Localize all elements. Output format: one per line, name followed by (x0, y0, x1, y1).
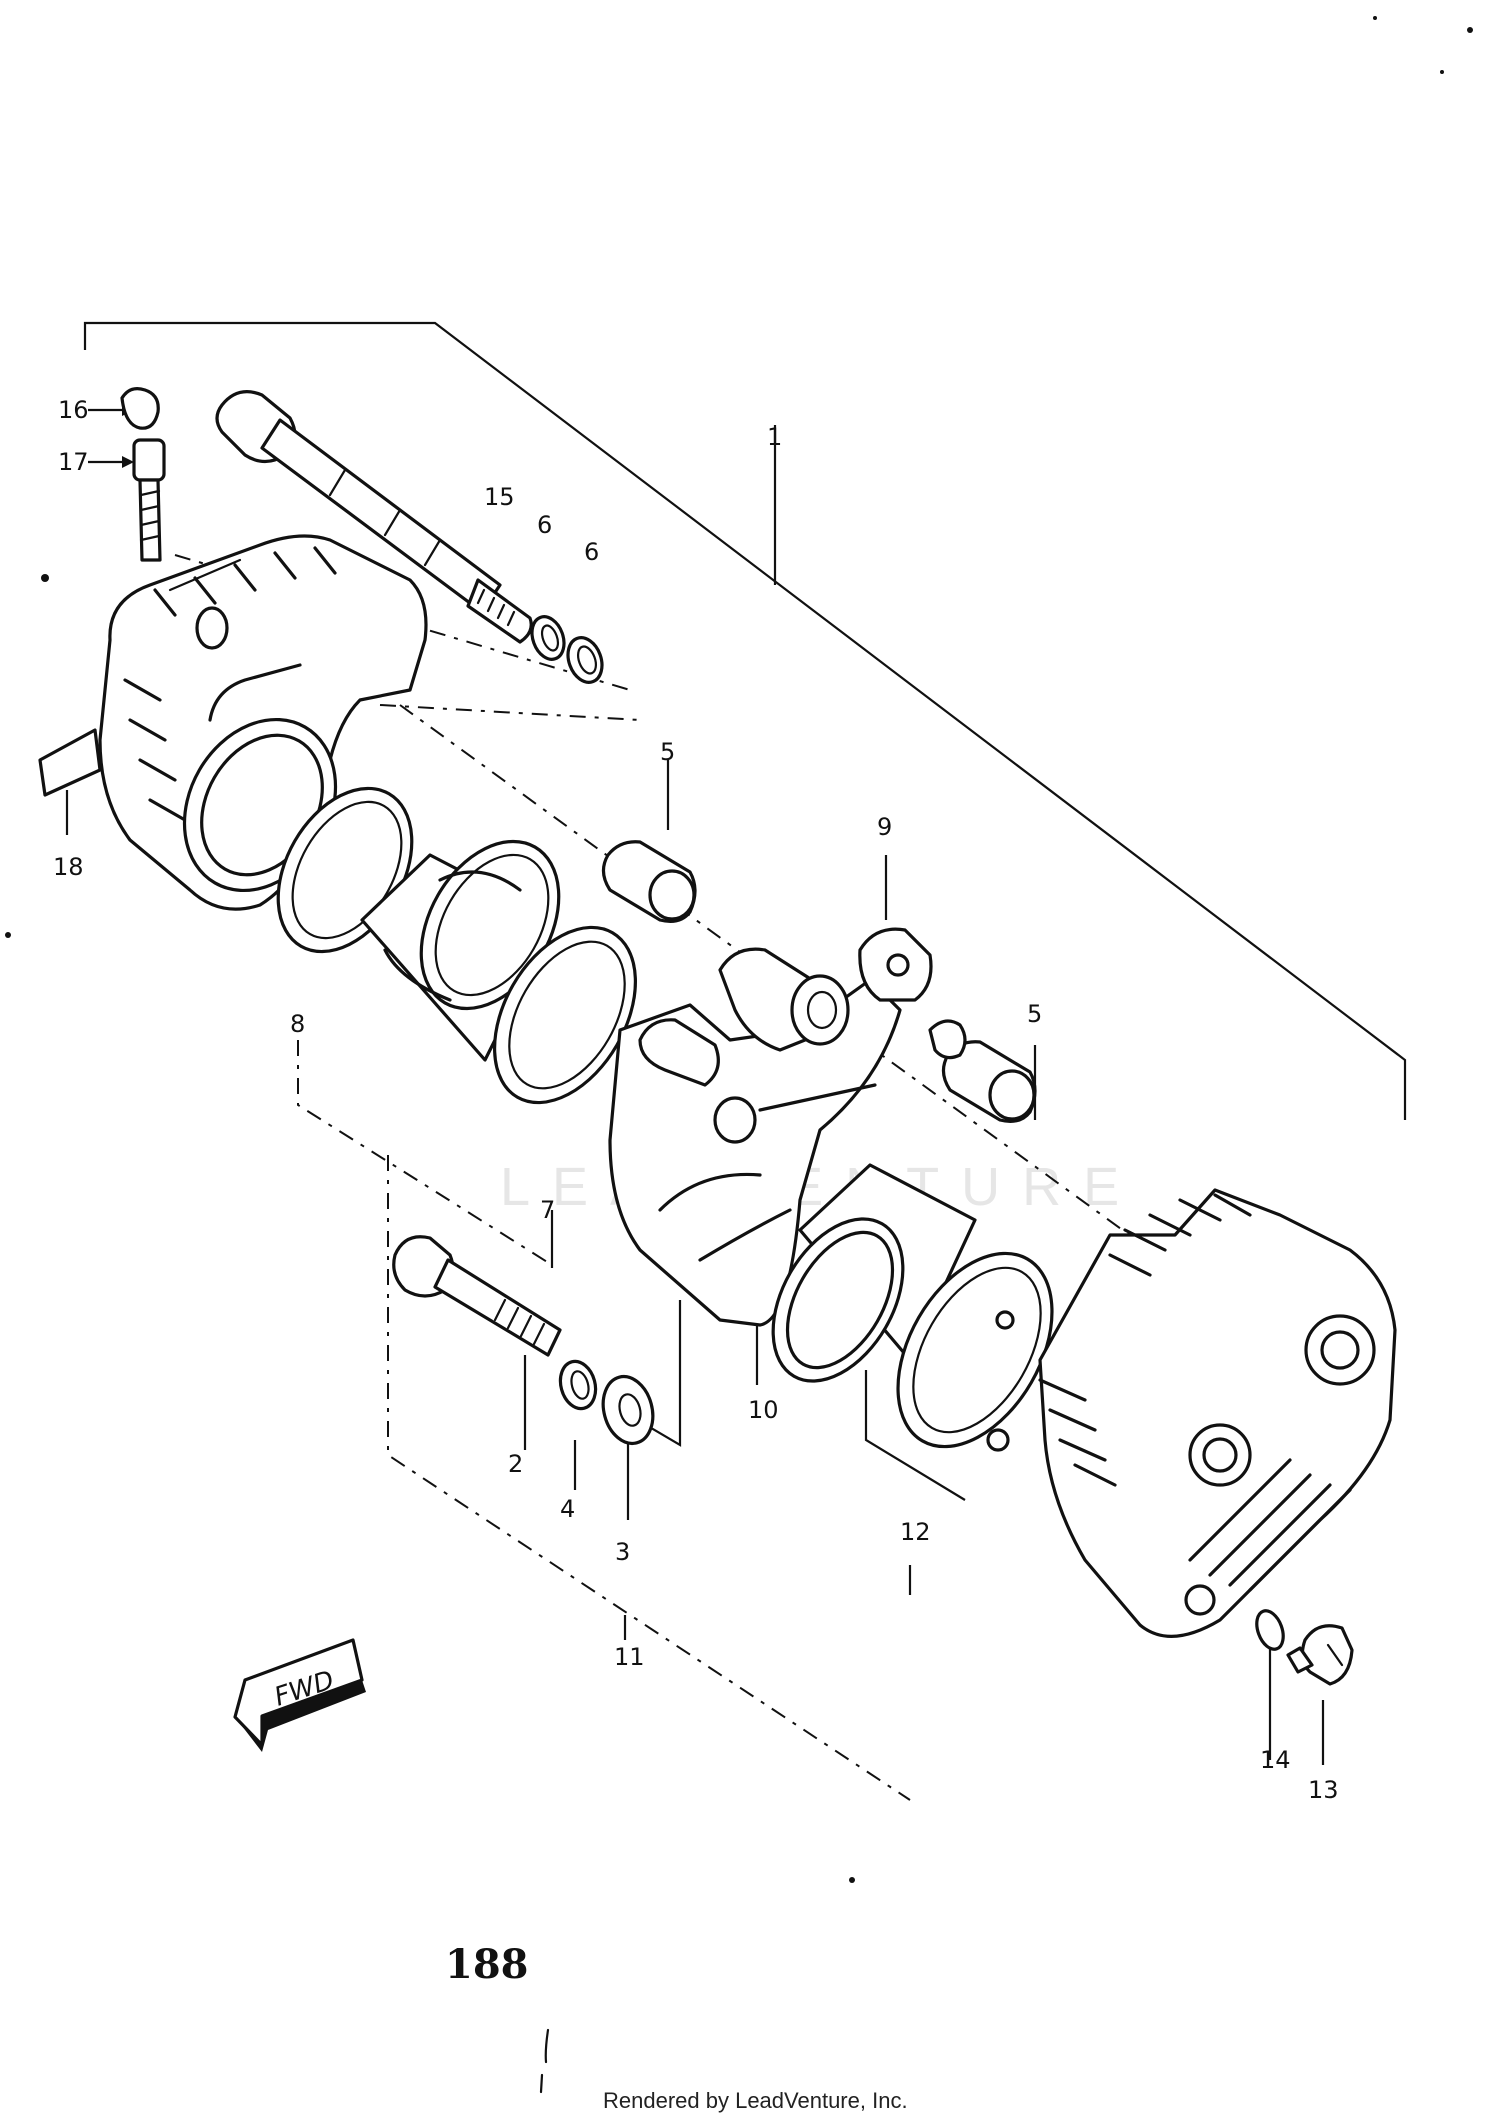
caliper-inner-half (1038, 1188, 1397, 1638)
axle-bolt (215, 390, 533, 644)
callout-16: 3 (615, 1538, 630, 1566)
callout-6b: 6 (584, 538, 599, 566)
sleeve-upper (601, 840, 697, 923)
flat-washer (601, 1374, 655, 1446)
callout-8: 8 (290, 1010, 305, 1038)
pin-holder (718, 927, 967, 1060)
footer-credit: Rendered by LeadVenture, Inc. (603, 2088, 908, 2113)
dust-seal (492, 925, 638, 1105)
watermark: LEADVENTURE (500, 1157, 1141, 1217)
forward-arrow-icon: FWD (233, 1638, 366, 1752)
callout-7: 7 (540, 1196, 555, 1224)
mounting-bolt (392, 1235, 562, 1357)
callout-3: 10 (748, 1396, 779, 1424)
pad-tab (38, 728, 102, 797)
caliper-bracket (608, 978, 902, 1327)
washer-6b (566, 636, 604, 684)
callout-6a: 6 (537, 511, 552, 539)
pen-mark (539, 2028, 550, 2094)
screw (1286, 1624, 1354, 1686)
assembly-bracket-1 (83, 321, 1407, 1120)
callout-17: 4 (560, 1495, 575, 1523)
callout-9: 12 (900, 1518, 931, 1546)
callout-1: 1 (767, 423, 782, 451)
washer-6a (530, 615, 566, 661)
callout-15: 2 (508, 1450, 523, 1478)
sleeve-lower (941, 1040, 1037, 1123)
page-number: 188 (445, 1941, 529, 1988)
bleeder-valve (132, 438, 166, 562)
callout-5-upper: 5 (660, 738, 675, 766)
screw-washer (1255, 1609, 1285, 1651)
brake-pad (896, 1251, 1054, 1452)
scan-specks (5, 16, 1473, 1883)
callout-2: 9 (877, 813, 892, 841)
callout-10: 13 (1308, 1776, 1339, 1804)
lock-washer (558, 1359, 598, 1411)
callout-5-lower: 5 (1027, 1000, 1042, 1028)
callout-12: 15 (484, 483, 515, 511)
callout-labels: 1 9 10 11 5 5 6 6 7 8 12 13 14 15 16 17 … (53, 396, 1339, 1804)
bleeder-cap (120, 387, 160, 430)
callout-14: 17 (58, 448, 89, 476)
callout-18: 18 (53, 853, 84, 881)
callout-13: 16 (58, 396, 89, 424)
callout-4: 11 (614, 1643, 645, 1671)
callout-11: 14 (1260, 1746, 1291, 1774)
